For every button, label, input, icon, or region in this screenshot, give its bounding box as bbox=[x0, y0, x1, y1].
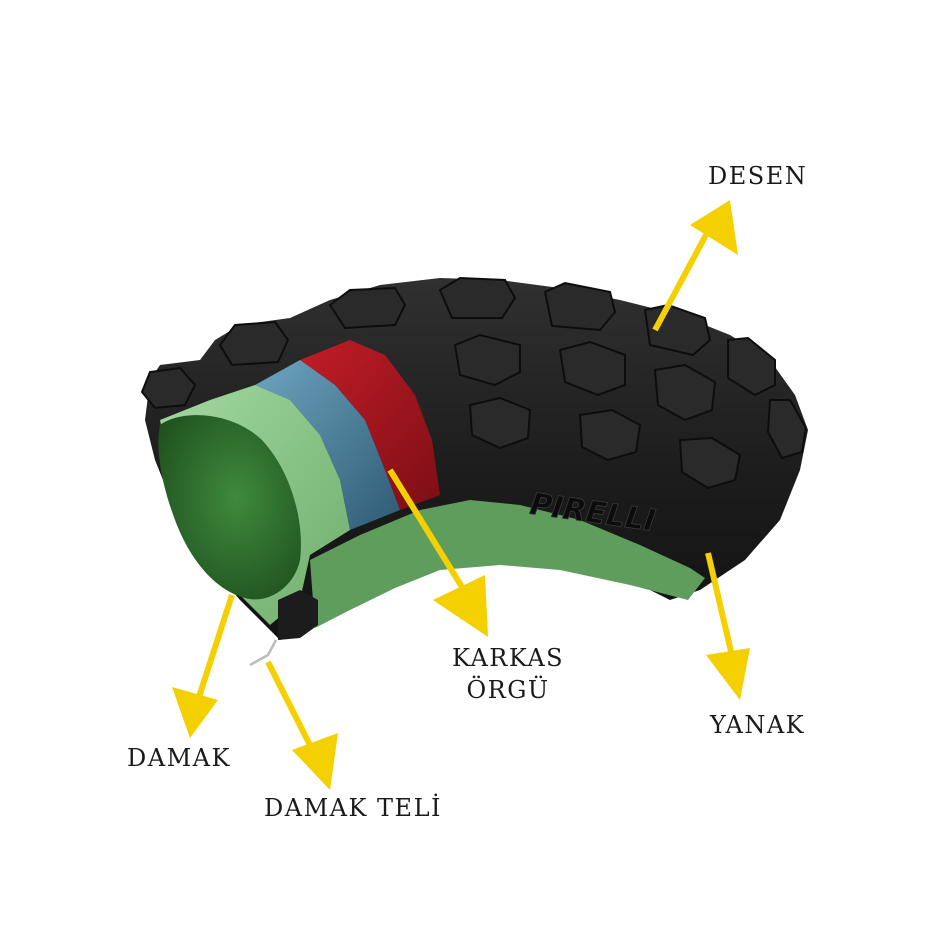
inner-cavity bbox=[158, 415, 301, 600]
label-carcass-line2: ÖRGÜ bbox=[466, 676, 550, 704]
arrow-tread bbox=[652, 218, 717, 332]
carcass-ply-layer bbox=[255, 360, 400, 530]
belt-layer bbox=[300, 340, 440, 510]
label-sidewall: YANAK bbox=[710, 711, 806, 739]
arrow-sidewall bbox=[705, 552, 736, 661]
arrow-bead bbox=[195, 594, 235, 701]
arrow-bead-wire bbox=[265, 660, 318, 757]
tread-blocks bbox=[140, 276, 808, 490]
lower-sidewall-band bbox=[310, 500, 705, 628]
label-carcass: KARKAS ÖRGÜ bbox=[452, 642, 564, 706]
label-bead: DAMAK bbox=[127, 744, 231, 772]
arrow-bead-wire-head bbox=[292, 733, 338, 790]
arrow-carcass-head bbox=[433, 575, 488, 637]
label-bead-wire: DAMAK TELİ bbox=[264, 794, 442, 822]
arrow-bead-head bbox=[172, 687, 218, 738]
callout-arrows bbox=[172, 200, 750, 790]
bead-wire bbox=[249, 639, 278, 667]
bead bbox=[278, 590, 318, 640]
arrow-tread-head bbox=[690, 200, 738, 255]
arrow-carcass bbox=[387, 468, 473, 602]
label-carcass-line1: KARKAS bbox=[452, 644, 565, 672]
arrow-sidewall-head bbox=[706, 648, 750, 700]
label-tread: DESEN bbox=[708, 162, 808, 190]
